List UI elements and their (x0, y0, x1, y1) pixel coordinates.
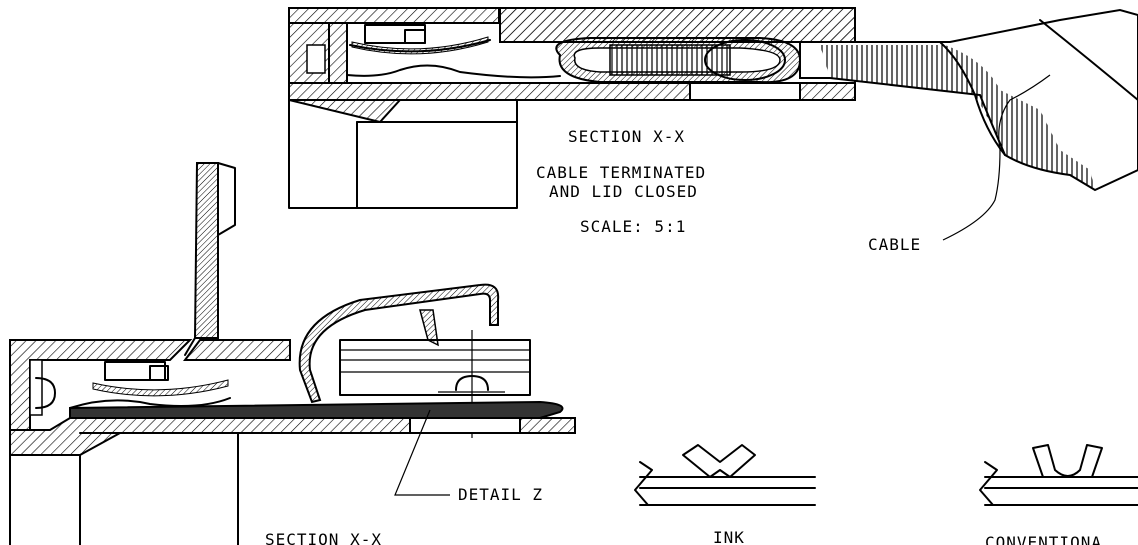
conventional-detail-drawing (979, 444, 1138, 506)
top-section-subtitle-line2: AND LID CLOSED (549, 182, 698, 201)
top-section-title: SECTION X-X (568, 127, 685, 146)
detail-z-label: DETAIL Z (458, 485, 543, 504)
conventional-label: CONVENTIONA (985, 533, 1102, 545)
top-section-scale: SCALE: 5:1 (580, 217, 686, 236)
bottom-section-drawing (9, 162, 576, 545)
ink-label: INK (713, 528, 745, 545)
cable-label: CABLE (868, 235, 921, 254)
top-section-drawing (288, 7, 1138, 241)
ink-detail-drawing (634, 444, 816, 506)
top-section-subtitle-line1: CABLE TERMINATED (536, 163, 706, 182)
bottom-section-title: SECTION X-X (265, 530, 382, 545)
